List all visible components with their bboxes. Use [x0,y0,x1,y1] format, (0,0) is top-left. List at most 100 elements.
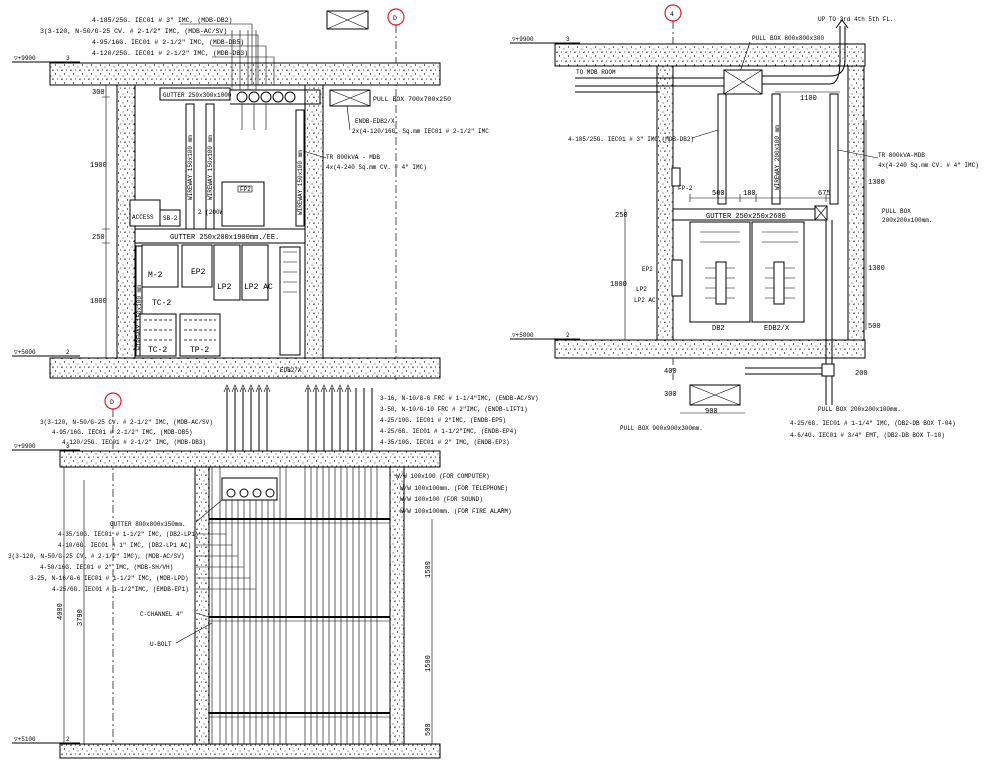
level-no-top-left: 3 [66,55,70,62]
wireway-left-3 [295,109,305,227]
bottom-right-cable-4: 4-25/6G. IEC01 # 1-1/2"IMC, (ENDB-EP4) [380,428,517,435]
panel-lp2ac [241,244,269,301]
ep2-box [671,259,683,297]
gutter-mid-label: GUTTER 250x200x1900mm./EE. [170,234,279,242]
mid-cable-1: 4-35/10G. IEC01 # 1-1/2" IMC, (DB2-LP1) [58,531,198,538]
level-no-mid-left: 2 [66,349,70,356]
bottom-left-cable-2: 4-95/16G. IEC01 # 2-1/2" IMC, (MDB-DB5) [52,429,192,436]
slab-top-bottom [59,450,441,468]
grid-label-4: 4 [670,11,674,18]
level-no-top-right: 3 [566,36,570,43]
bottom-right-cable-2: 3-50, N-10/G-10 FRC # 2"IMC, (ENDB-LIFT1… [380,406,528,413]
right-plan: 4 ▽+9900 3 ▽+5000 2 UP TO 3rd 4th 5th FL… [510,4,979,439]
bottom-right-cable-5: 4-35/10G. IEC01 # 2" IMC, (ENDB-EP3) [380,439,510,446]
ww-computer: W/W 100x100 (FOR COMPUTER) [396,473,490,480]
cable-right-1: 4-185/25G. IEC01 # 3" IMC,(MDB-DB2) [568,136,694,143]
tr-right-cable-label: 4x(4-240 Sq.mm CV. # 4" IMC) [878,162,979,169]
cable-label-4: 4-120/25G. IEC01 # 2-1/2" IMC, (MDB-DB3) [92,50,248,57]
cable-label-2: 3(3-120, N-50/G-25 CV. # 2-1/2" IMC, (MD… [40,28,227,35]
cable-right-3: 4-6/4G. IEC01 # 3/4" EMT, (DB2-DB BOX T-… [790,432,945,439]
lp2-right-label: LP2 [636,286,647,293]
dim-500-bottom: 500 [425,723,433,736]
db2-label: DB2 [712,325,725,333]
pull-box-top-label: PULL BOX 800x800x300 [752,35,824,42]
fp2-panel [221,181,265,227]
level-no-mid-right: 2 [566,332,570,339]
dim-4000: 4000 [57,603,65,620]
edb2x-label: EDB2/X [764,325,790,333]
panel-lp2-label: LP2 [217,283,232,292]
panel-tp2 [179,313,221,357]
pull-box-mid-label2: 200x200x100mm. [882,217,932,224]
tc2-label: TC-2 [152,299,171,308]
up-note: UP TO 3rd 4th 5th FL. [818,16,894,23]
dim-1500-b: 1500 [425,655,433,672]
bottom-left-cable-3: 4-120/25G. IEC01 # 2-1/2" IMC, (MDB-DB3) [62,439,206,446]
dim-900: 900 [705,408,718,416]
cable-right-2: 4-25/6G. IEC01 # 1-1/4" IMC, (DB2-DB BOX… [790,420,956,427]
panel-tc2-label: TC-2 [148,346,167,355]
gutter-bottom-label: GUTTER 800x800x350mm. [110,521,186,528]
to-mdb-label: TO MDB ROOM [576,69,616,76]
dim-300-right: 300 [664,391,677,399]
ww-sound: W/W 100x100 (FOR SOUND) [400,496,483,503]
dim-250: 250 [92,234,105,242]
level-bot-bot: ▽+5100 [14,736,36,743]
panel-lp2 [213,244,241,301]
access-panel [129,199,161,227]
pull-box-left-label: PULL BOX 700x700x250 [373,96,451,103]
edb2-left-label: EDB2/X [280,367,302,374]
wireway-label-3: WIREWAY 150x100 mm [297,150,304,215]
bottom-left-cable-1: 3(3-120, N-50/G-25 CV. # 2-1/2" IMC, (MD… [40,419,213,426]
slab-bottom-left [49,357,441,379]
gutter-top-left [159,87,231,101]
mid-cable-5: 3-25, N-16/G-6 IEC01 # 1-1/2" IMC, (MDB-… [30,575,188,582]
tr-left-label: TR 800kVA - MDB [326,154,380,161]
left-section: D ▽+9900 3 ▽+5000 2 300 1900 250 1800 4-… [12,8,489,380]
switch-label: 2 (200W) [198,209,227,216]
dim-1300-b: 1300 [868,265,885,273]
dim-200: 200 [855,370,868,378]
wall-right-a [656,65,674,341]
grid-label-d-left: D [393,15,397,22]
gutter-bottom [221,477,278,501]
panel-lp2ac-label: LP2 AC [244,283,273,292]
dim-1900: 1900 [90,162,107,170]
pull-box-bottom-label: PULL BOX 900x900x300mm. [620,425,703,432]
dim-500-right: 500 [868,323,881,331]
level-mid-right: ▽+5000 [512,332,534,339]
bottom-right-cable-3: 4-25/10G. IEC01 # 2"IMC, (ENDB-EP5) [380,417,506,424]
dim-500-top: 500 [712,190,725,198]
slab-bottom-bottom [59,743,441,759]
dim-3790: 3790 [77,609,85,626]
level-no-bot-top: 3 [66,443,70,450]
access-label: ACCESS [132,214,154,221]
dim-300: 300 [92,89,105,97]
gutter-right-label: GUTTER 250x250x2600 [706,213,786,221]
panel-tc2 [139,313,177,357]
panel-ep2-label: EP2 [191,268,206,277]
slab-top-right [554,43,866,67]
endb-cable-label: 2x(4-120/16G. Sq.mm IEC01 # 2-1/2" IMC [352,128,489,135]
panel-tp2-label: TP-2 [190,346,209,355]
dim-1800-right: 1800 [610,281,627,289]
gutter-top-label: GUTTER 250x300x1000 [163,92,232,99]
dim-675: 675 [818,190,831,198]
dim-1300-a: 1300 [868,179,885,187]
tr-right-label: TR 800kVA-MDB [878,152,925,159]
ww-telephone: W/W 100x100mm. (FOR TELEPHONE) [400,485,508,492]
dim-250-right: 250 [615,212,628,220]
bottom-elevation: D ▽+9900 3 ▽+5100 2 3(3-120, N-50/G-25 C… [8,384,538,760]
dim-1800: 1800 [90,298,107,306]
tr-left-cable-label: 4x(4-240 Sq.mm CV. # 4" IMC) [326,164,427,171]
ww-fire-alarm: W/W 100x100mm. (FOR FIRE ALARM) [400,508,512,515]
panel-m2 [141,244,179,288]
wall-bottom-b [389,466,405,745]
level-mid-left: ▽+5000 [14,349,36,356]
fp2-right-label: FP-2 [678,185,693,192]
u-bolt-label: U-BOLT [150,641,172,648]
mid-cable-3: 3(3-120, N-50/G-25 CV. # 2-1/2" IMC), (M… [8,553,184,560]
wireway-label-2: WIREWAY 150x100 mm [207,135,214,200]
mid-cable-4: 4-50/16G. IEC01 # 2" IMC, (MDB-SH/VH) [40,564,173,571]
